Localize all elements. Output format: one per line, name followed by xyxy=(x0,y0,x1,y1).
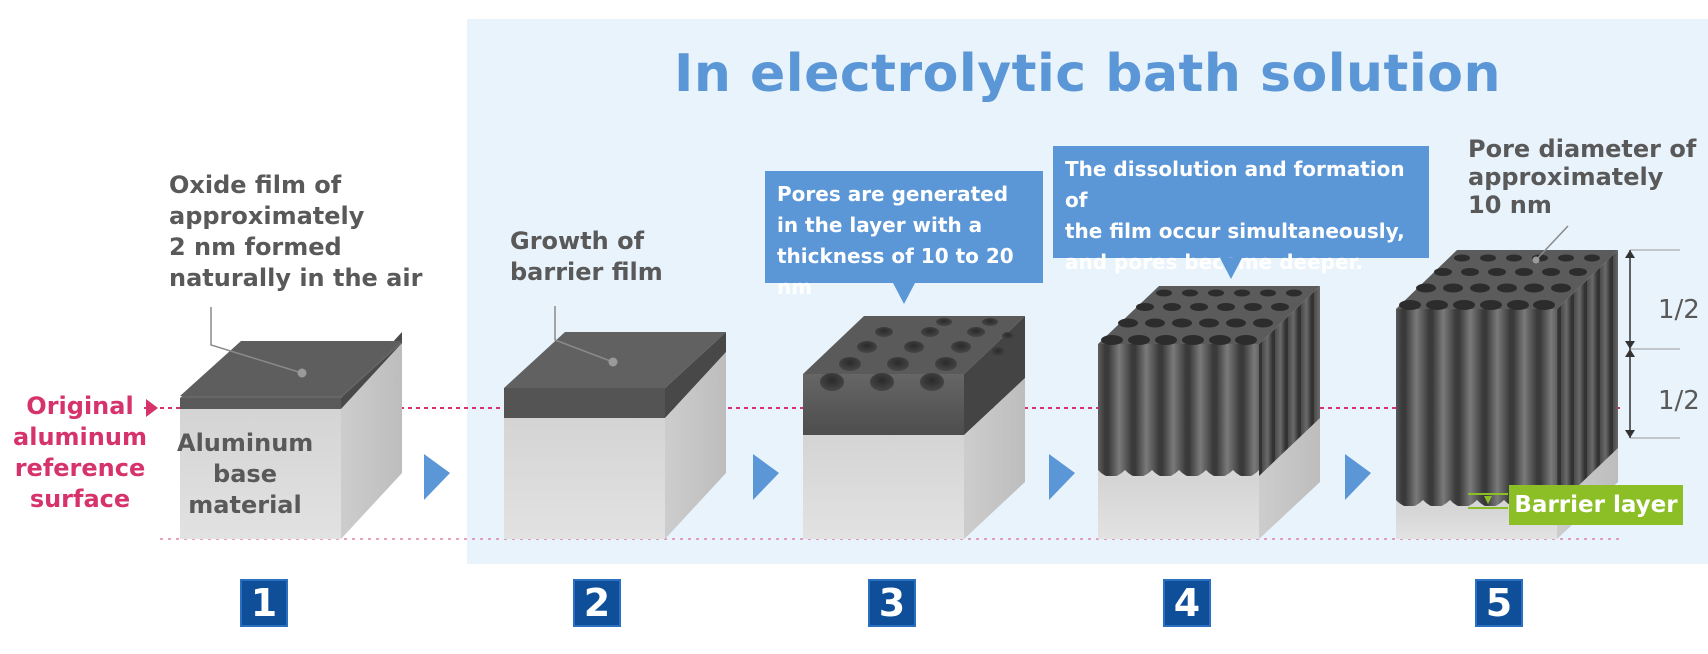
step-arrow-icon xyxy=(424,454,450,500)
step-1-label: Oxide film of approximately 2 nm formed … xyxy=(169,171,423,292)
step-4-callout: The dissolution and formation of the fil… xyxy=(1053,146,1429,279)
reference-arrow-icon xyxy=(146,399,158,417)
step-badge-2: 2 xyxy=(573,579,621,627)
step-badge-4: 4 xyxy=(1163,579,1211,627)
block-3 xyxy=(803,316,1025,539)
step-3-callout: Pores are generated in the layer with a … xyxy=(765,171,1043,304)
step-arrow-icon xyxy=(753,454,779,500)
fraction-lower: 1/2 xyxy=(1658,386,1700,416)
barrier-marker xyxy=(1468,493,1508,509)
pore-openings xyxy=(1399,254,1600,310)
base-material-label: Aluminum base material xyxy=(177,429,314,519)
block-4 xyxy=(1098,286,1320,539)
leader-dot xyxy=(608,357,618,367)
step-2-label: Growth of barrier film xyxy=(510,227,663,286)
leader-line xyxy=(1535,225,1569,261)
barrier-layer-label: Barrier layer xyxy=(1509,485,1683,525)
block-1 xyxy=(180,307,402,539)
leader-line xyxy=(210,307,303,374)
pore-openings xyxy=(1101,289,1302,345)
step-5-label: Pore diameter of approximately 10 nm xyxy=(1468,135,1697,219)
block-2 xyxy=(504,306,726,539)
block-5 xyxy=(1396,225,1680,539)
panel-title: In electrolytic bath solution xyxy=(674,44,1501,104)
leader-dot xyxy=(297,368,307,378)
step-arrow-icon xyxy=(1345,454,1371,500)
step-arrow-icon xyxy=(1049,454,1075,500)
pore-openings xyxy=(820,318,1014,391)
step-badge-3: 3 xyxy=(868,579,916,627)
leader-dot xyxy=(1532,256,1540,264)
leader-line xyxy=(554,306,614,363)
step-badge-5: 5 xyxy=(1475,579,1523,627)
step-badge-1: 1 xyxy=(240,579,288,627)
dimension-lines xyxy=(1625,249,1680,501)
fraction-upper: 1/2 xyxy=(1658,295,1700,325)
reference-surface-label: Original aluminum reference surface xyxy=(13,392,147,513)
